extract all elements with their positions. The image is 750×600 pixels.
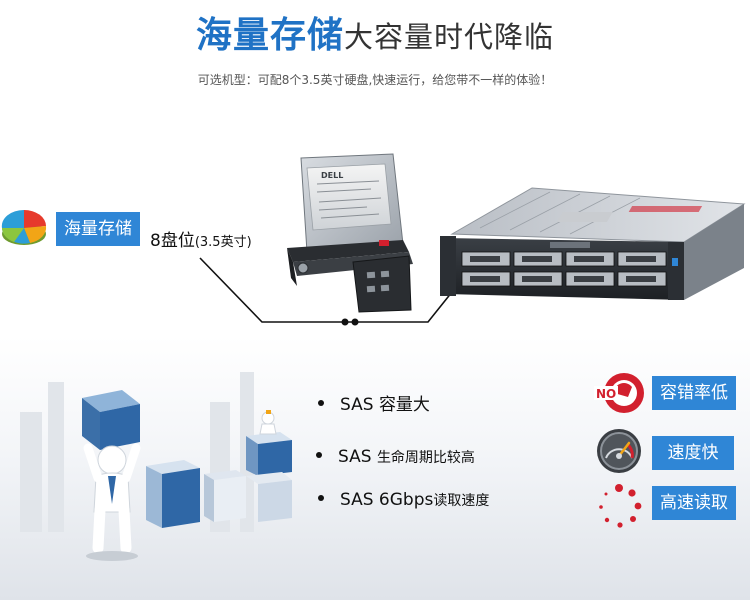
title-main: 海量存储 bbox=[195, 15, 344, 56]
bay-size: (3.5英寸) bbox=[194, 235, 252, 250]
feature-3-prefix: SAS 6Gbps bbox=[340, 490, 434, 510]
speedometer-icon bbox=[597, 429, 641, 473]
storage-tag: 海量存储 bbox=[56, 212, 140, 246]
feature-item-3: SAS 6Gbps读取速度 bbox=[318, 489, 489, 512]
feature-1-text: 容量大 bbox=[378, 395, 430, 415]
title-sub: 大容量时代降临 bbox=[344, 20, 555, 54]
no-icon-text: NO bbox=[596, 387, 616, 401]
feature-2-text: 生命周期比较高 bbox=[376, 450, 475, 466]
page-subtitle: 可选机型：可配8个3.5英寸硬盘,快速运行，给您带不一样的体验！ bbox=[197, 73, 553, 87]
feature-item-1: SAS 容量大 bbox=[318, 394, 430, 416]
feature-1-prefix: SAS bbox=[340, 395, 379, 415]
drive-brand-label: DELL bbox=[321, 171, 343, 180]
bullet-icon bbox=[318, 495, 324, 501]
bullet-icon bbox=[316, 452, 322, 458]
loading-spinner-icon bbox=[599, 484, 642, 528]
bay-count: 8盘位 bbox=[150, 231, 195, 251]
bullet-icon bbox=[318, 400, 324, 406]
page-title: 海量存储大容量时代降临 bbox=[0, 14, 750, 64]
feature-item-2: SAS 生命周期比较高 bbox=[316, 446, 475, 469]
person-lifting-block-image bbox=[20, 372, 292, 561]
pie-chart-icon bbox=[1, 209, 47, 245]
hard-drive-image: DELL bbox=[287, 153, 413, 313]
badge-high-speed-read: 高速读取 bbox=[652, 486, 736, 520]
drive-bay-label: 8盘位(3.5英寸) bbox=[150, 226, 252, 251]
no-error-icon: NO bbox=[594, 373, 644, 413]
rack-server-image bbox=[440, 187, 746, 300]
badge-low-error-rate: 容错率低 bbox=[652, 376, 736, 410]
badge-fast-speed: 速度快 bbox=[652, 436, 734, 470]
feature-3-text: 读取速度 bbox=[433, 493, 490, 509]
feature-2-prefix: SAS bbox=[338, 447, 377, 467]
